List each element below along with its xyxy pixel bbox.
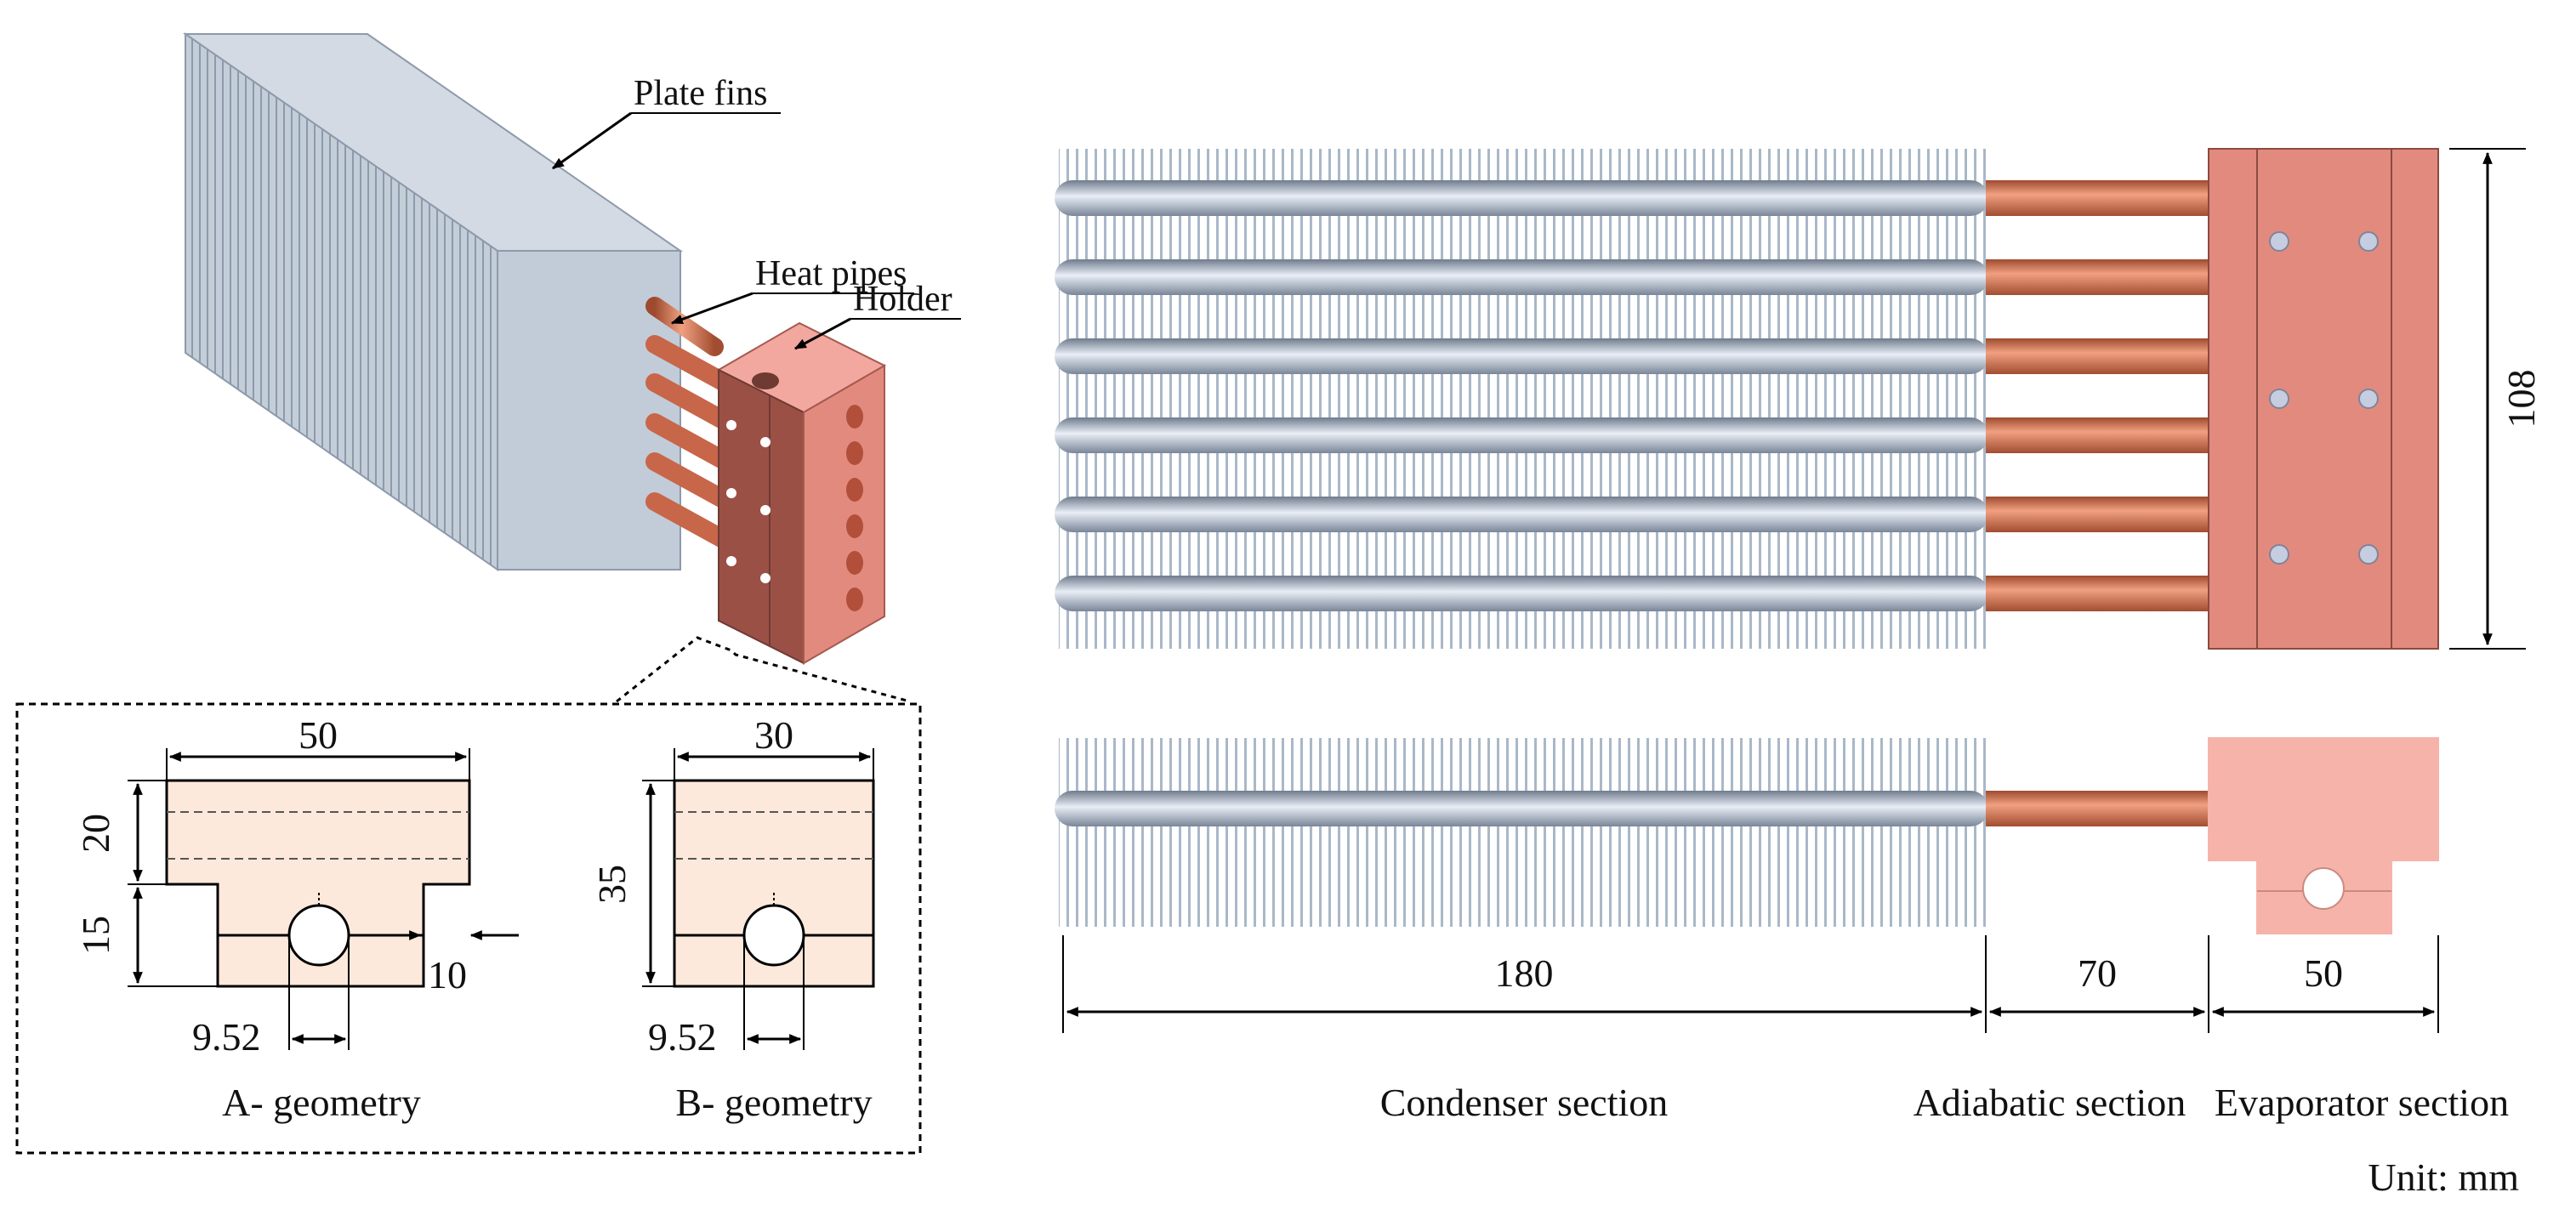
side-view xyxy=(1055,737,2439,934)
b-geometry-caption: B- geometry xyxy=(675,1081,872,1124)
section-captions: Condenser section Adiabatic section Evap… xyxy=(1380,1081,2519,1199)
height-dim: 108 xyxy=(2499,370,2543,429)
a-bottom-dim: 15 xyxy=(74,916,117,955)
fin-block-side xyxy=(497,250,681,571)
side-fins xyxy=(1059,738,1986,927)
a-geometry: 50 20 15 10 9.52 A- geometry xyxy=(74,713,519,1124)
length-dimensions: 180 70 50 xyxy=(1062,935,2439,1033)
evaporator-label: Evaporator section xyxy=(2215,1081,2509,1124)
adiabatic-label: Adiabatic section xyxy=(1914,1081,2186,1124)
adiabatic-length: 70 xyxy=(2078,951,2117,995)
condenser-label: Condenser section xyxy=(1380,1081,1669,1124)
a-top-dim: 20 xyxy=(74,814,117,853)
b-pipe-dim: 9.52 xyxy=(648,1015,717,1059)
holder-label: Holder xyxy=(853,280,952,319)
inset-frame xyxy=(15,702,922,1155)
side-copper-pipe xyxy=(1986,791,2209,826)
heat-pipes-label: Heat pipes xyxy=(755,254,907,293)
side-holder xyxy=(2208,737,2439,934)
top-copper-pipes xyxy=(1986,180,2209,611)
plate-fins-label: Plate fins xyxy=(634,74,767,113)
isometric-view: Plate fins Heat pipes Holder xyxy=(182,32,961,703)
leader-heat-pipes: Heat pipes xyxy=(670,254,914,325)
a-step-dim: 10 xyxy=(428,953,467,996)
callout-lines xyxy=(616,636,911,703)
b-height-dim: 35 xyxy=(590,865,634,904)
a-pipe-dim: 9.52 xyxy=(192,1015,261,1059)
unit-label: Unit: mm xyxy=(2368,1155,2519,1199)
evaporator-length: 50 xyxy=(2304,951,2343,995)
geometry-inset: 50 20 15 10 9.52 A- geometry xyxy=(15,702,922,1155)
leader-plate-fins: Plate fins xyxy=(552,74,781,170)
b-geometry: 30 35 9.52 B- geometry xyxy=(590,713,875,1124)
b-width-dim: 30 xyxy=(754,713,793,757)
top-pipes xyxy=(1055,180,1988,611)
side-pipe xyxy=(1055,791,1988,826)
leader-holder: Holder xyxy=(793,280,961,350)
condenser-length: 180 xyxy=(1495,951,1554,995)
holder-3d xyxy=(716,321,887,665)
a-width-dim: 50 xyxy=(299,713,338,757)
a-geometry-caption: A- geometry xyxy=(222,1081,421,1124)
top-fins xyxy=(1059,149,1986,649)
top-holder xyxy=(2208,148,2439,650)
top-view: 108 xyxy=(1055,148,2543,650)
